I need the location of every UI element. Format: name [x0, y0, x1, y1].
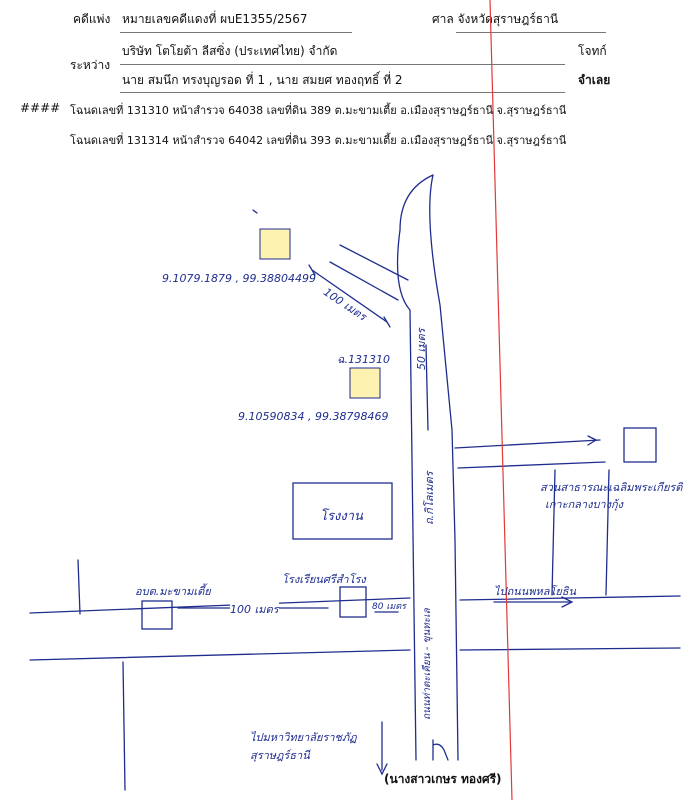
- signature-scribble: [432, 739, 449, 761]
- coord-upper: 9.1079.1879 , 99.38804499: [162, 272, 316, 285]
- east-road-top-edge: [454, 439, 601, 449]
- signer-name: (นางสาวเกษร ทองศรี): [384, 772, 502, 786]
- plot-label: ฉ.131310: [337, 353, 390, 366]
- to-bottom-label: ไปมหาวิทยาลัยราชภัฏสุราษฎร์ธานี: [250, 731, 357, 762]
- dist-label-50m: 50 เมตร: [415, 328, 428, 370]
- case-number: หมายเลขคดีแดงที่ ผบE1355/2567: [122, 12, 308, 26]
- obt-building: [141, 600, 173, 630]
- defendant-names: นาย สมนึก ทรงบุญรอด ที่ 1 , นาย สมยศ ทอง…: [122, 73, 403, 87]
- margin-line: [489, 0, 513, 800]
- between-label: ระหว่าง: [70, 58, 111, 72]
- plot-lower: [349, 367, 381, 399]
- to-right-label: ไปถนนพหลโยธิน: [494, 585, 577, 598]
- road-name-main: ถนนท่าตะเคียน - ขุนทะเล: [422, 608, 433, 720]
- west-road-bottom-edge: [29, 649, 411, 661]
- west-road-top-edge: [29, 597, 411, 614]
- coord-lower: 9.10590834 , 99.38798469: [238, 410, 389, 423]
- branch-road-bottom-edge: [329, 261, 399, 301]
- east-lower-road-bottom-edge: [459, 647, 681, 651]
- plot-upper: [259, 228, 291, 260]
- defendant-label: จำเลย: [578, 73, 611, 87]
- dist-line-100m-upper: [311, 269, 388, 323]
- east-road-bottom-edge: [457, 461, 606, 469]
- case-type-label: คดีแพ่ง: [73, 12, 111, 26]
- park-building: [623, 427, 657, 463]
- court-underline: [456, 32, 606, 33]
- defendant-underline: [120, 92, 565, 93]
- deed-marker: ####: [20, 101, 61, 115]
- obt-label: อบต.มะขามเตี้ย: [135, 585, 211, 598]
- school-label: โรงเรียนศรีสำโรง: [282, 573, 366, 586]
- right-road-vertical: [551, 469, 556, 596]
- deed-line-1: โฉนดเลขที่ 131310 หน้าสำรวจ 64038 เลขที่…: [70, 104, 567, 117]
- main-road-right-edge: [429, 174, 459, 761]
- main-road-top-curve: [399, 174, 434, 231]
- park-label: สวนสาธารณะเฉลิมพระเกียรติ: [540, 481, 683, 494]
- court-name: ศาล จังหวัดสุราษฎร์ธานี: [432, 12, 559, 26]
- main-road-left-edge: [396, 229, 417, 761]
- dist-label-100m-lower: 100 เมตร: [230, 600, 279, 618]
- dist-line-50m: [425, 344, 429, 431]
- case-number-underline: [120, 32, 352, 33]
- west-road-vertical-lower: [122, 661, 126, 791]
- plaintiff-label: โจทก์: [578, 44, 607, 58]
- dist-label-80m: 80 เมตร: [372, 602, 407, 612]
- school-building: [339, 586, 367, 618]
- plaintiff-name: บริษัท โตโยต้า ลีสซิ่ง (ประเทศไทย) จำกัด: [122, 44, 338, 58]
- east-lower-road-top-edge: [459, 595, 681, 601]
- plaintiff-underline: [120, 64, 565, 65]
- branch-road-top-edge: [339, 244, 409, 281]
- road-name-left: ถ.กิโลเมตร: [423, 471, 436, 525]
- park-label-2: เกาะกลางบางกุ้ง: [545, 498, 624, 511]
- west-road-vertical-left: [77, 559, 81, 615]
- factory-label: โรงงาน: [320, 509, 363, 524]
- factory-outline: [292, 482, 393, 540]
- deed-line-2: โฉนดเลขที่ 131314 หน้าสำรวจ 64042 เลขที่…: [70, 134, 567, 147]
